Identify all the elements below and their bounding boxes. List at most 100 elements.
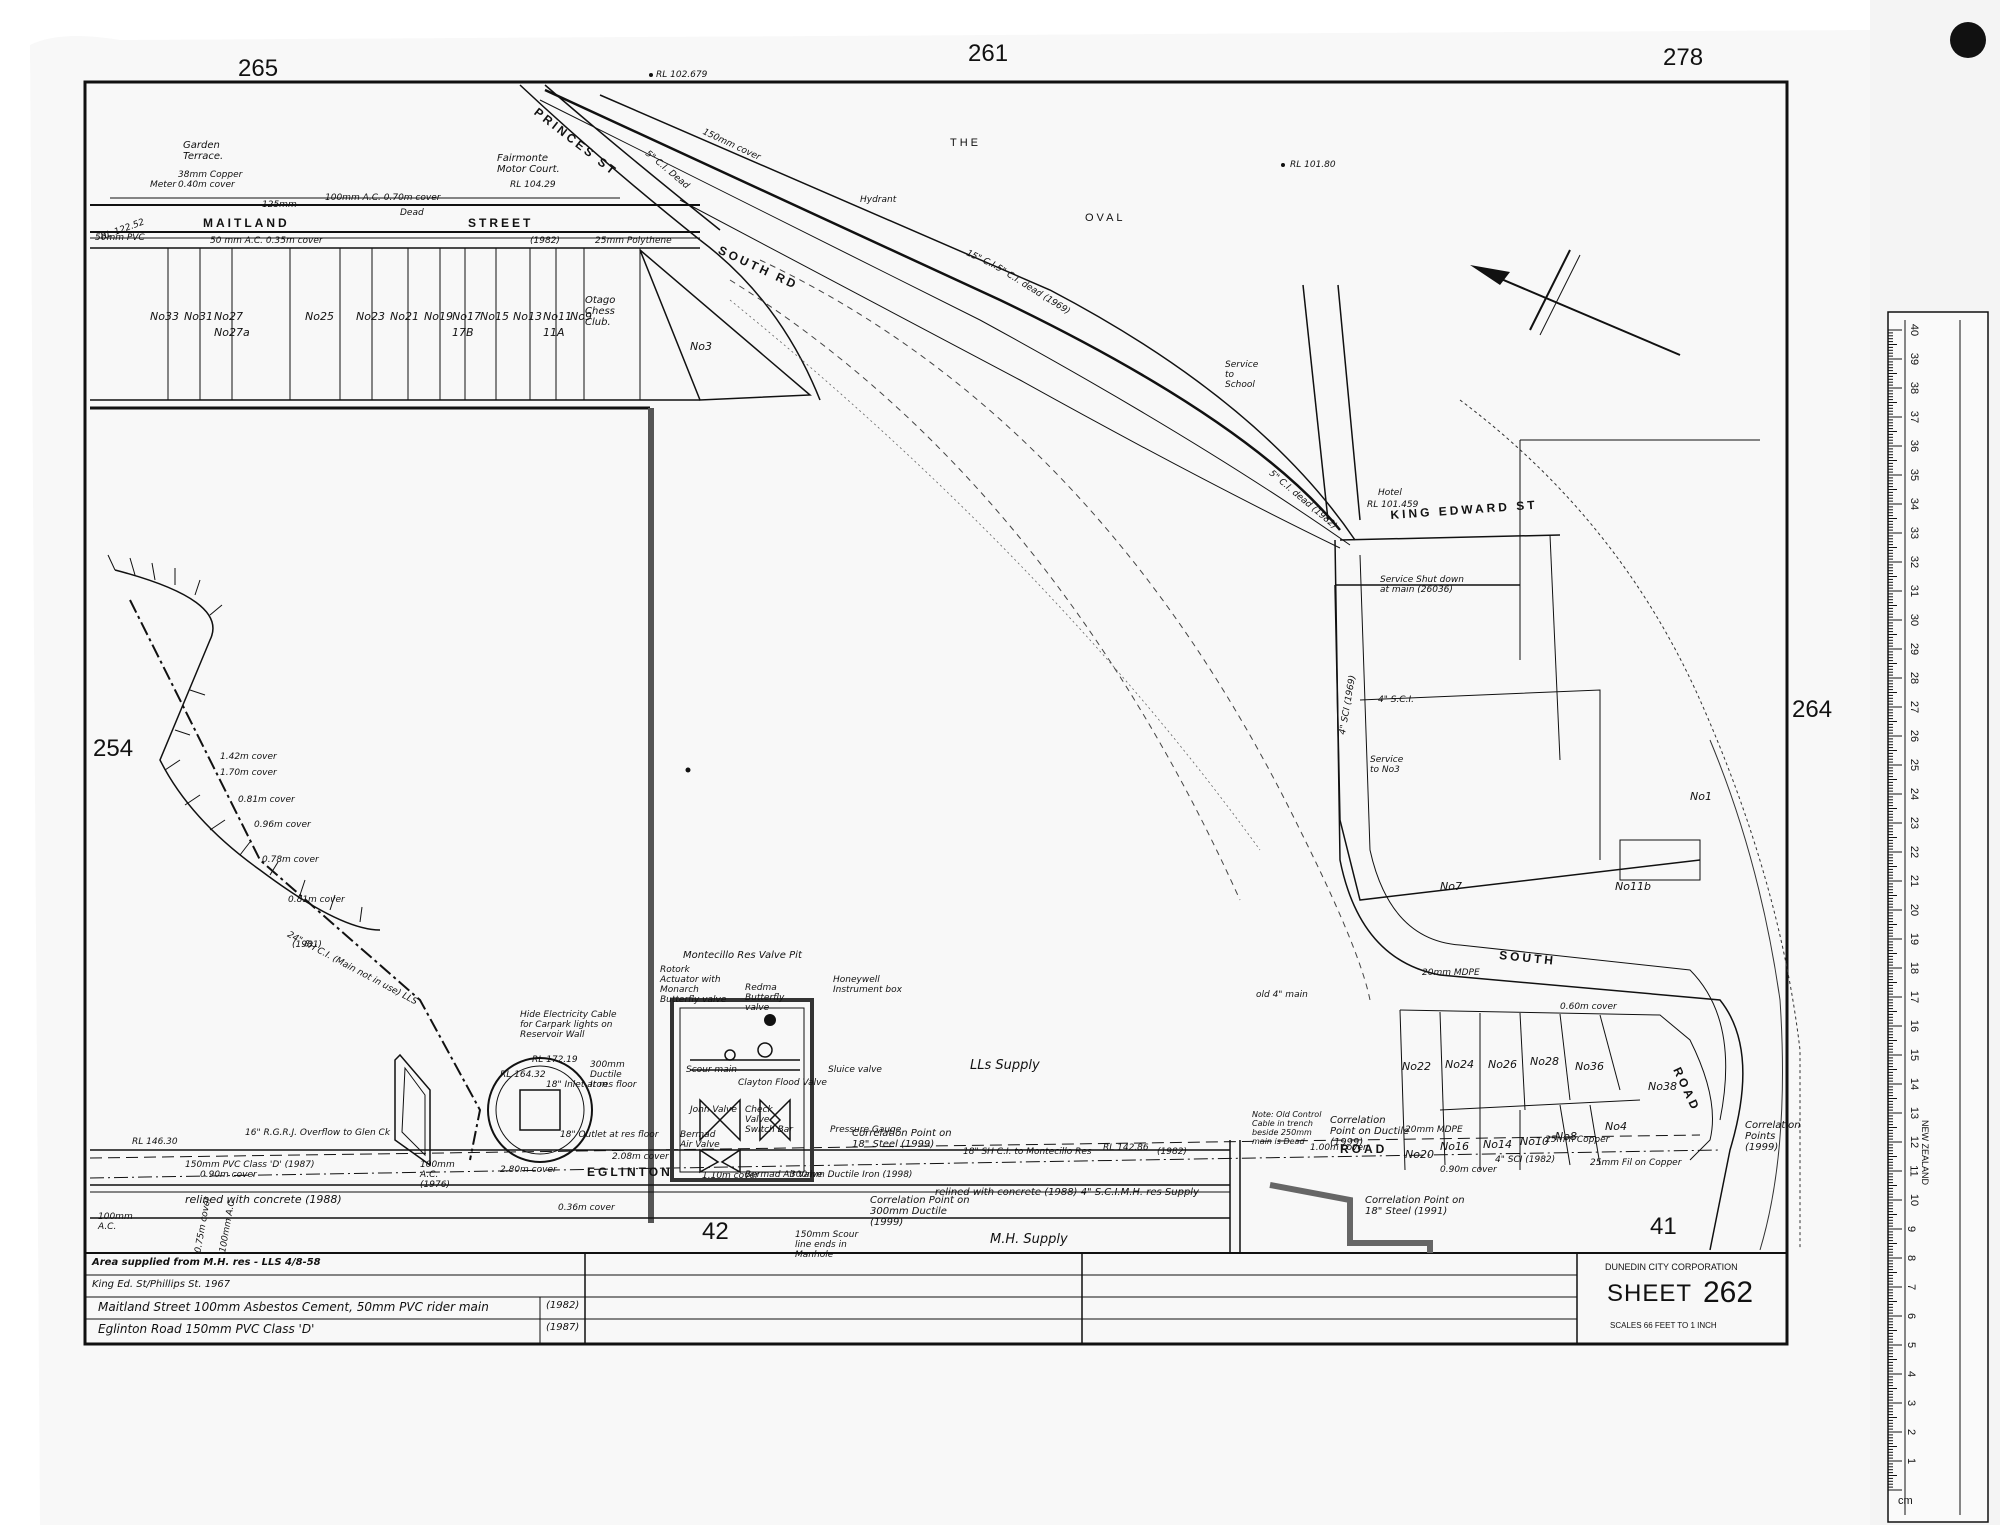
grid-ref-left: 254 bbox=[93, 735, 134, 762]
year-1981: (1981) bbox=[292, 940, 322, 950]
ductile-300: 300mm Ductile Iron bbox=[590, 1060, 625, 1090]
title-row-3-year: (1982) bbox=[546, 1300, 580, 1311]
south-road-lot-label: No1 bbox=[1690, 790, 1712, 803]
cover-036: 0.36m cover bbox=[558, 1203, 615, 1213]
ruler-number: 27 bbox=[1908, 700, 1921, 714]
ruler-number: 30 bbox=[1908, 613, 1921, 627]
grid-ref-bottom-center: 42 bbox=[702, 1218, 729, 1245]
maitland-lot-label: No11 bbox=[543, 310, 572, 323]
cover-040: 0.40m cover bbox=[178, 180, 235, 190]
relined-1: relined with concrete (1988) bbox=[185, 1193, 342, 1206]
cover-060: 0.60m cover bbox=[1560, 1002, 1617, 1012]
copper-25: 25mm Copper bbox=[1545, 1135, 1610, 1145]
south-road-lot-label: No26 bbox=[1488, 1058, 1517, 1071]
north-arrow-icon bbox=[1470, 249, 1681, 356]
label-garden-terrace: Garden Terrace. bbox=[183, 140, 224, 162]
south-road-lot-label: No22 bbox=[1402, 1060, 1431, 1073]
label-the: THE bbox=[950, 137, 981, 149]
mdpe-20: 20mm MDPE bbox=[1422, 968, 1480, 978]
label-lls-supply: LLs Supply bbox=[970, 1058, 1040, 1073]
ductile-300b: 300mm Ductile Iron (1998) bbox=[790, 1170, 913, 1180]
relined-2: relined with concrete (1988) 4" S.C.I.M.… bbox=[935, 1187, 1199, 1198]
label-fairmont: Fairmonte Motor Court. bbox=[497, 153, 560, 175]
ruler-number: 4 bbox=[1905, 1370, 1918, 1378]
south-road-lot-label: No4 bbox=[1605, 1120, 1627, 1133]
ruler-number: 19 bbox=[1908, 932, 1921, 946]
ci-18: 18" SH C.I. to Montecillo Res bbox=[963, 1147, 1092, 1157]
ruler-number: 32 bbox=[1908, 555, 1921, 569]
ac-125: 125mm bbox=[262, 200, 297, 210]
title-row-4: Eglinton Road 150mm PVC Class 'D' bbox=[98, 1322, 315, 1336]
check-valve-note: Check Valve Switch Bar bbox=[745, 1105, 794, 1135]
south-road-lot-label: No24 bbox=[1445, 1058, 1474, 1071]
street-eglinton: EGLINTON bbox=[587, 1165, 673, 1179]
maitland-lot-sublabel: 11A bbox=[543, 326, 565, 339]
service-no3: Service to No3 bbox=[1370, 755, 1404, 775]
maitland-lot-label: No27 bbox=[214, 310, 243, 323]
map-frame bbox=[83, 80, 1789, 1346]
sci-4: 4" S.C.I. bbox=[1378, 695, 1414, 705]
cover-096: 0.96m cover bbox=[254, 820, 311, 830]
rl-oval: RL 101.80 bbox=[1290, 160, 1336, 170]
maitland-lot-label: No21 bbox=[390, 310, 419, 323]
honeywell-note: Honeywell Instrument box bbox=[833, 975, 902, 995]
year-1982b: (1982) bbox=[1157, 1147, 1187, 1157]
inlet-res: 18" Inlet at res floor bbox=[546, 1080, 637, 1090]
copper-38: 38mm Copper bbox=[178, 170, 243, 180]
meter-label: Meter bbox=[150, 180, 177, 190]
maitland-lot-label: No15 bbox=[480, 310, 509, 323]
cover-090b: 0.90m cover bbox=[1440, 1165, 1497, 1175]
punch-hole bbox=[1950, 22, 1986, 58]
outlet-res: 18" Outlet at res floor bbox=[560, 1130, 659, 1140]
cover-208: 2.08m cover bbox=[612, 1152, 669, 1162]
south-road-lot-label: No10 bbox=[1520, 1135, 1549, 1148]
old-main: old 4" main bbox=[1256, 990, 1308, 1000]
ruler-number: 34 bbox=[1908, 497, 1921, 511]
ruler-number: 8 bbox=[1905, 1254, 1918, 1262]
south-road-lot-label: No28 bbox=[1530, 1055, 1559, 1068]
redma-note: Redma Butterfly valve bbox=[745, 983, 785, 1013]
ac-100: 100mm A.C. 0.70m cover bbox=[325, 193, 441, 203]
ruler-number: 14 bbox=[1908, 1077, 1921, 1091]
south-road-lot-label: No3 bbox=[690, 340, 712, 353]
ruler-number: 25 bbox=[1908, 758, 1921, 772]
street-maitland-street: STREET bbox=[468, 216, 534, 230]
ac-100-1976: 100mm A.C. (1976) bbox=[420, 1160, 455, 1190]
maitland-lot-label: No19 bbox=[424, 310, 453, 323]
rgr-overflow: 16" R.G.R.J. Overflow to Glen Ck bbox=[245, 1128, 391, 1138]
scale-note: SCALES 66 FEET TO 1 INCH bbox=[1610, 1321, 1717, 1330]
ruler-number: 20 bbox=[1908, 903, 1921, 917]
maitland-lot-label: No33 bbox=[150, 310, 179, 323]
cover-110: 1.10m cover bbox=[702, 1171, 759, 1181]
maitland-lot-label: No17 bbox=[452, 310, 481, 323]
pvc-50: 50mm PVC bbox=[95, 233, 145, 243]
maitland-lot-label: No13 bbox=[513, 310, 542, 323]
ruler-number: 39 bbox=[1908, 352, 1921, 366]
grid-ref-top-center: 261 bbox=[968, 40, 1009, 67]
rl-142: RL 142.86 bbox=[1103, 1143, 1149, 1153]
ruler-number: 37 bbox=[1908, 410, 1921, 424]
label-mh-supply: M.H. Supply bbox=[990, 1232, 1068, 1247]
year-1982: (1982) bbox=[530, 236, 560, 246]
grid-ref-top-right: 278 bbox=[1663, 44, 1704, 71]
ruler-number: 9 bbox=[1905, 1225, 1918, 1233]
scale-ruler bbox=[1887, 311, 1989, 1523]
ruler-number: 31 bbox=[1908, 584, 1921, 598]
ruler-number: 15 bbox=[1908, 1048, 1921, 1062]
ruler-number: 24 bbox=[1908, 787, 1921, 801]
ruler-number: 6 bbox=[1905, 1312, 1918, 1320]
ruler-number: 40 bbox=[1908, 323, 1921, 337]
title-row-3: Maitland Street 100mm Asbestos Cement, 5… bbox=[98, 1300, 489, 1314]
ruler-number: 5 bbox=[1905, 1341, 1918, 1349]
ac-50: 50 mm A.C. 0.35m cover bbox=[210, 236, 323, 246]
note-cable: Note: Old Control Cable in trench beside… bbox=[1252, 1110, 1322, 1146]
title-row-4-year: (1987) bbox=[546, 1322, 580, 1333]
ruler-number: 38 bbox=[1908, 381, 1921, 395]
ruler-number: 1 bbox=[1905, 1457, 1918, 1465]
bermad-b-note: Bermad Air valve bbox=[745, 1170, 823, 1180]
corporation-name: DUNEDIN CITY CORPORATION bbox=[1605, 1262, 1738, 1272]
cover-280: 2.80m cover bbox=[500, 1165, 557, 1175]
ruler-number: 35 bbox=[1908, 468, 1921, 482]
south-road-lot-label: No38 bbox=[1648, 1080, 1677, 1093]
